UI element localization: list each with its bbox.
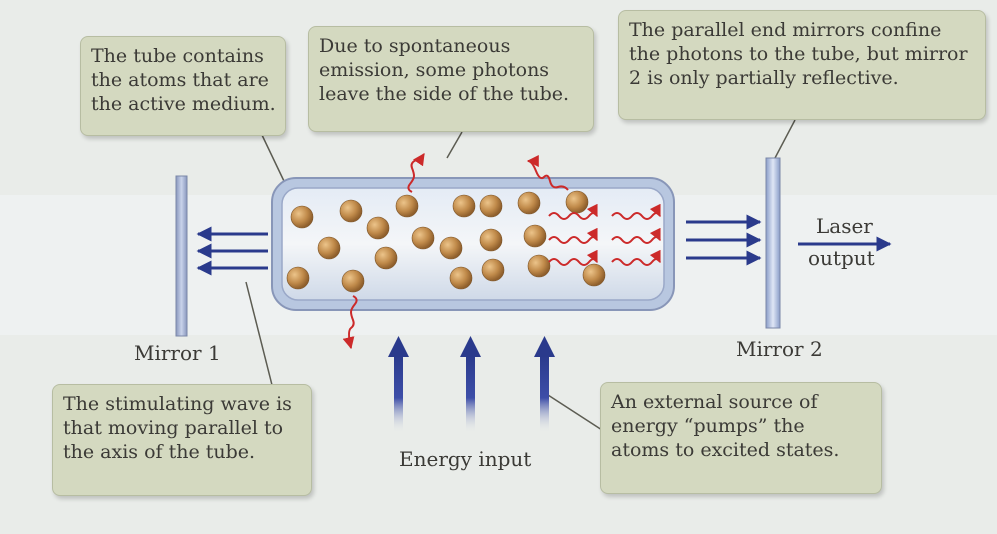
energy-input-arrows bbox=[388, 336, 555, 433]
atom bbox=[527, 254, 551, 278]
callout-line: The parallel end mirrors confine bbox=[629, 19, 942, 41]
atom bbox=[449, 266, 473, 290]
mirror-1 bbox=[175, 175, 188, 337]
callout-line: The tube contains bbox=[91, 45, 264, 67]
callout-line: leave the side of the tube. bbox=[319, 82, 570, 105]
reflected-wave-arrows bbox=[196, 226, 268, 276]
end-mirrors-callout: The parallel end mirrors confine the pho… bbox=[618, 10, 986, 120]
atom bbox=[452, 194, 476, 218]
spontaneous-photons bbox=[342, 153, 569, 350]
atom bbox=[481, 258, 505, 282]
atom bbox=[374, 246, 398, 270]
stimulated-wave-arrows bbox=[686, 214, 762, 266]
mirror-2 bbox=[765, 157, 781, 329]
energy-input-label: Energy input bbox=[399, 447, 532, 471]
atom bbox=[317, 236, 341, 260]
atom bbox=[479, 228, 503, 252]
callout-line: emission, some photons bbox=[319, 58, 550, 81]
atom bbox=[565, 190, 589, 214]
atom bbox=[439, 236, 463, 260]
callout-line: that moving parallel to bbox=[63, 416, 284, 439]
mirror-1-label: Mirror 1 bbox=[134, 341, 221, 365]
atom bbox=[582, 263, 606, 287]
spontaneous-emission-callout: Due to spontaneous emission, some photon… bbox=[308, 26, 594, 132]
atom bbox=[286, 266, 310, 290]
callout-line: the axis of the tube. bbox=[63, 440, 256, 463]
atom bbox=[411, 226, 435, 250]
stimulated-photons bbox=[548, 203, 661, 266]
callout-line: the photons to the tube, but mirror bbox=[629, 42, 968, 65]
callout-line: Due to spontaneous bbox=[319, 35, 511, 57]
mirror-2-label: Mirror 2 bbox=[736, 337, 823, 361]
callout-line: the active medium. bbox=[91, 92, 276, 115]
atoms bbox=[286, 190, 606, 293]
atom bbox=[523, 224, 547, 248]
atom bbox=[339, 199, 363, 223]
atom bbox=[517, 191, 541, 215]
energy-pump-callout: An external source of energy “pumps” the… bbox=[600, 382, 882, 494]
callout-line: An external source of bbox=[611, 391, 818, 413]
callout-line: 2 is only partially reflective. bbox=[629, 66, 899, 89]
atom bbox=[479, 194, 503, 218]
callout-line: The stimulating wave is bbox=[63, 393, 292, 415]
laser-output-label-line2: output bbox=[808, 246, 875, 270]
tube-callout: The tube contains the atoms that are the… bbox=[80, 36, 286, 136]
callout-line: atoms to excited states. bbox=[611, 438, 840, 461]
laser-output-label-line1: Laser bbox=[816, 214, 873, 238]
stimulating-wave-callout: The stimulating wave is that moving para… bbox=[52, 384, 312, 496]
atom bbox=[366, 216, 390, 240]
atom bbox=[341, 269, 365, 293]
callout-line: energy “pumps” the bbox=[611, 414, 805, 437]
atom bbox=[395, 194, 419, 218]
atom bbox=[290, 205, 314, 229]
callout-line: the atoms that are bbox=[91, 68, 269, 91]
